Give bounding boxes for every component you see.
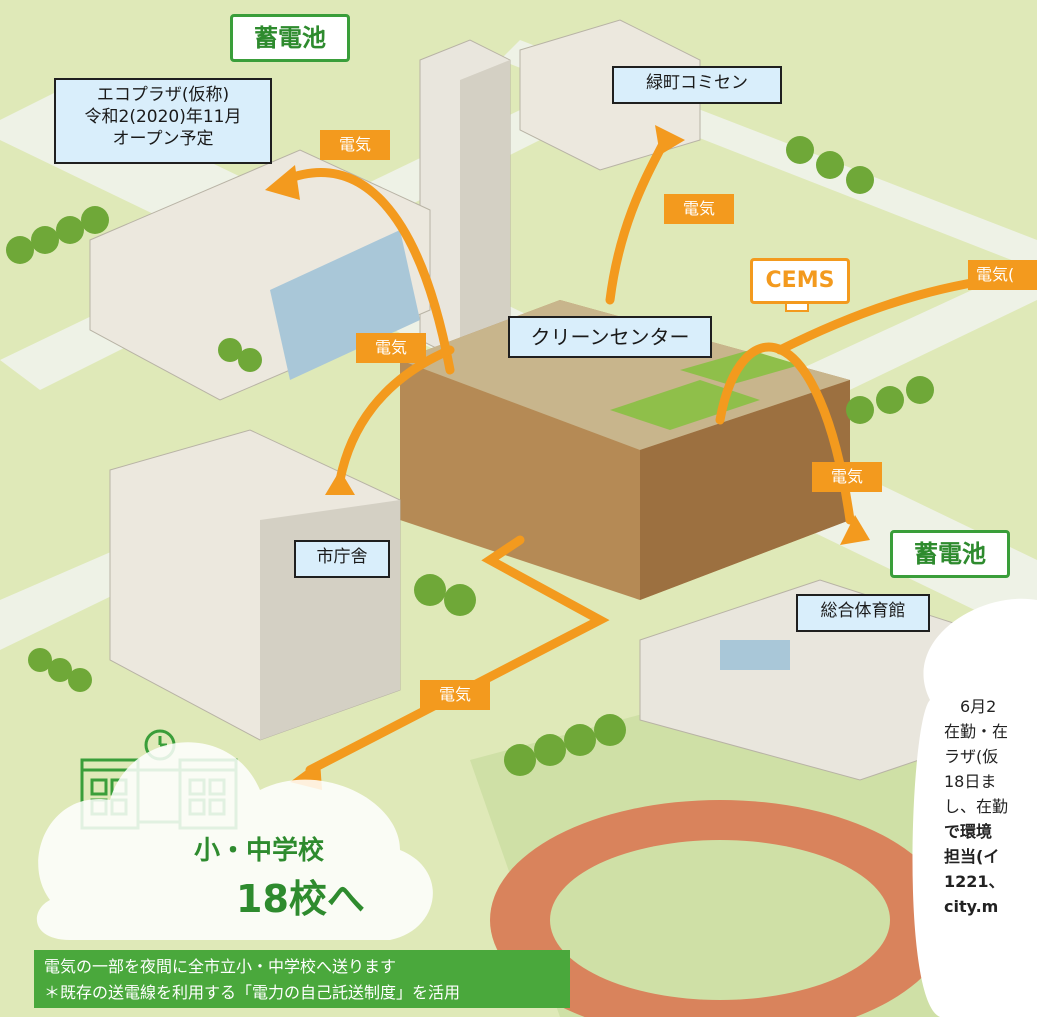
side-note-line: ラザ(仮 — [944, 747, 999, 766]
cems-stand — [785, 302, 809, 312]
electricity-tag: 電気 — [356, 333, 426, 363]
midoricho-label: 緑町コミセン — [612, 66, 782, 104]
electricity-tag: 電気( — [968, 260, 1037, 290]
side-note: 6月2 在勤・在 ラザ(仮 18日ま し、在勤 で環境 担当(イ 1221、 c… — [944, 694, 1037, 919]
trees — [6, 136, 934, 776]
tower-side — [460, 60, 510, 360]
arrow-to-midoricho — [605, 135, 670, 305]
arrow-head — [325, 470, 355, 495]
cleancenter-side — [640, 380, 850, 600]
ecoplaza-label: エコプラザ(仮称) 令和2(2020)年11月 オープン予定 — [54, 78, 272, 164]
footer-note-line2: ＊既存の送電線を利用する「電力の自己託送制度」を活用 — [44, 983, 461, 1002]
side-note-line: 担当(イ — [944, 847, 1000, 866]
electricity-tag: 電気 — [320, 130, 390, 160]
side-note-line: で環境 — [944, 822, 993, 841]
side-note-line: し、在勤 — [944, 797, 1009, 816]
ecoplaza-label-line1: エコプラザ(仮称) — [96, 85, 230, 105]
cleancenter-label: クリーンセンター — [508, 316, 712, 358]
arrow-head — [840, 515, 870, 545]
ecoplaza-glass — [270, 230, 420, 380]
ecoplaza-label-line2: 令和2(2020)年11月 — [84, 107, 242, 127]
pool — [720, 640, 790, 670]
battery-bubble-gym: 蓄電池 — [890, 530, 1010, 578]
school-label-line1: 小・中学校 — [194, 836, 325, 866]
midoricho-building — [519, 19, 701, 171]
side-note-line: 在勤・在 — [944, 722, 1009, 741]
note-panel — [958, 680, 1037, 1017]
electricity-tag: 電気 — [812, 462, 882, 492]
gym-label: 総合体育館 — [796, 594, 930, 632]
electricity-tag: 電気 — [420, 680, 490, 710]
arrow-heads — [265, 125, 870, 790]
side-note-line: 6月2 — [960, 697, 997, 716]
arrow-to-cityhall — [335, 345, 455, 485]
cityhall-label: 市庁舎 — [294, 540, 390, 578]
school-label-line2: 18校へ — [236, 877, 365, 921]
side-note-line: 1221、 — [944, 872, 1005, 891]
track-infield — [550, 840, 890, 1000]
cems-bubble: CEMS — [750, 258, 850, 304]
ecoplaza-label-line3: オープン予定 — [112, 129, 214, 149]
side-note-line: city.m — [944, 897, 999, 916]
battery-bubble-top: 蓄電池 — [230, 14, 350, 62]
arrow-head — [265, 165, 300, 200]
electricity-tag: 電気 — [664, 194, 734, 224]
side-note-line: 18日ま — [944, 772, 997, 791]
arrow-head — [655, 125, 685, 155]
arrow-to-ecoplaza — [280, 168, 455, 375]
footer-note: 電気の一部を夜間に全市立小・中学校へ送ります ＊既存の送電線を利用する「電力の自… — [34, 950, 570, 1008]
footer-note-line1: 電気の一部を夜間に全市立小・中学校へ送ります — [44, 957, 397, 976]
school-cloud — [36, 742, 433, 940]
